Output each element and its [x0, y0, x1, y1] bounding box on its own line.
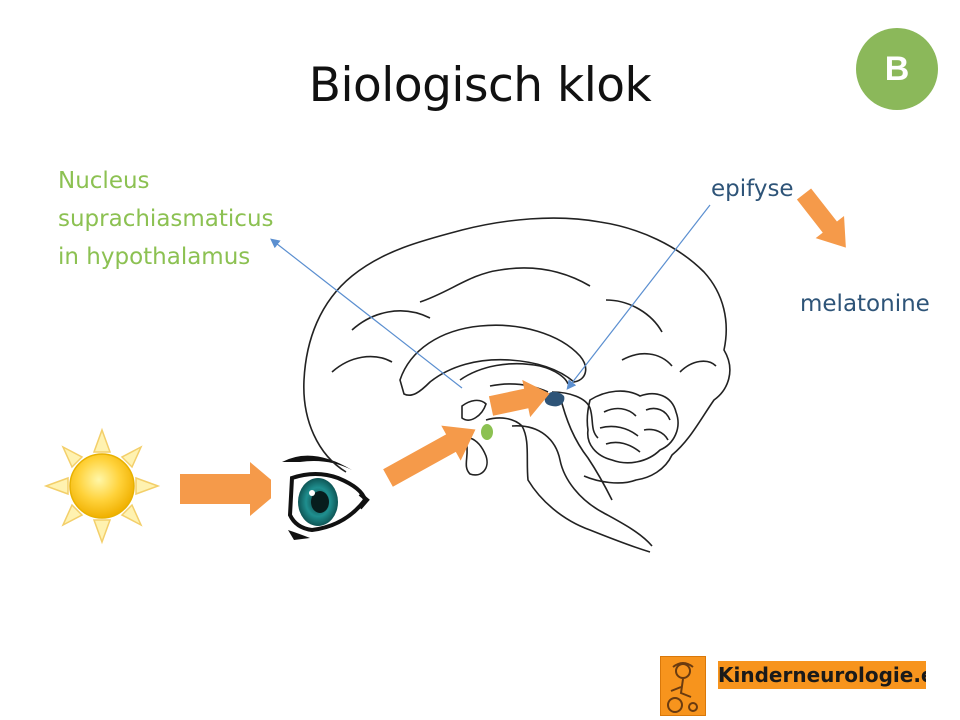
epiphysis-label: epifyse — [711, 176, 794, 202]
site-name-badge[interactable]: Kinderneurologie.eu — [718, 661, 926, 689]
melatonin-label: melatonine — [800, 291, 930, 317]
light-pathway-arrow-3 — [488, 379, 550, 418]
slide-title: Biologisch klok — [308, 58, 652, 113]
pineal-marker — [544, 391, 565, 407]
epiphysis-pointer-line — [566, 204, 711, 390]
eye-icon — [271, 447, 370, 544]
scn-label: Nucleus suprachiasmaticus in hypothalamu… — [58, 162, 274, 276]
scn-label-line-2: suprachiasmaticus — [58, 206, 274, 232]
melatonin-arrow — [796, 188, 846, 248]
scn-label-line-3: in hypothalamus — [58, 244, 251, 270]
sun-icon — [43, 427, 161, 545]
brain-illustration — [303, 217, 731, 553]
light-arrow-1 — [180, 462, 282, 516]
scn-marker — [481, 424, 493, 440]
light-pathway-arrow-2 — [383, 425, 476, 487]
logo-icon — [660, 656, 706, 716]
scn-pointer-line — [270, 238, 463, 389]
scn-label-line-1: Nucleus — [58, 168, 150, 194]
slide-badge: B — [856, 28, 938, 110]
